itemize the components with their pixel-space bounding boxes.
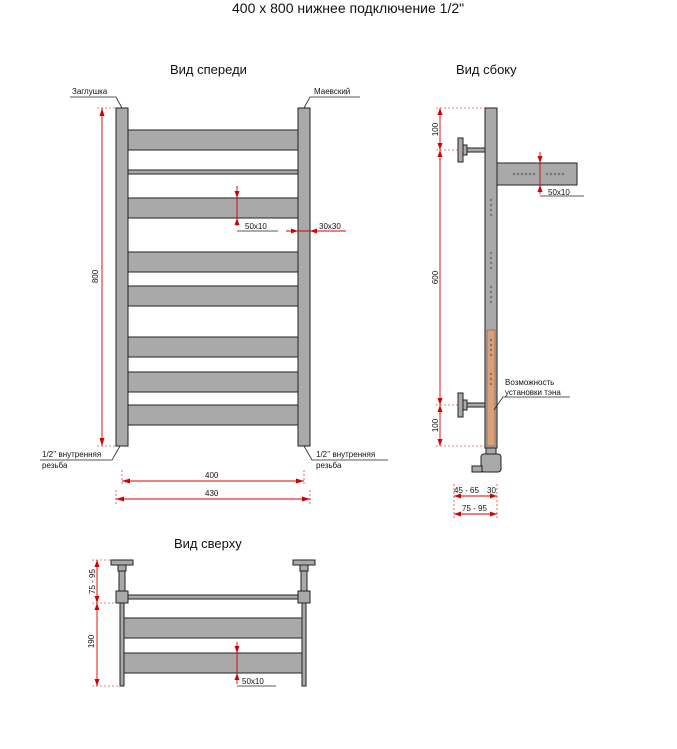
- dim-side-offset: 45 - 65: [454, 486, 479, 495]
- dim-400: 400: [205, 471, 219, 480]
- dim-bar-side: 50x10: [548, 188, 570, 197]
- thread-right-label-2: резьба: [316, 461, 342, 470]
- front-bar: [127, 251, 299, 273]
- heater-leader: [493, 396, 570, 411]
- heater-element: [486, 329, 496, 447]
- top-pipe-right: [297, 590, 311, 604]
- heater-label-2: установки тэна: [505, 388, 561, 397]
- side-view: [436, 107, 584, 519]
- weld-marks: [489, 172, 565, 386]
- front-bar: [127, 336, 299, 358]
- top-bar: [123, 617, 303, 639]
- side-connector: [480, 453, 502, 473]
- plug-leader: [70, 96, 123, 109]
- top-bar: [123, 652, 303, 674]
- dim-430: 430: [205, 489, 219, 498]
- front-view-title: Вид спереди: [170, 62, 247, 77]
- dim-top-190: 190: [87, 634, 97, 649]
- side-bar: [496, 162, 578, 186]
- thread-right-leader: [303, 445, 388, 461]
- dim-pipe-front: 30x30: [319, 222, 341, 231]
- front-bar: [127, 285, 299, 307]
- thread-right-label-1: 1/2’’ внутренняя: [316, 450, 376, 459]
- dim-side-top-100: 100: [431, 122, 441, 137]
- dim-side-75-95: 75 - 95: [462, 504, 487, 513]
- top-mount-right: [292, 559, 316, 566]
- thread-left-leader: [40, 445, 121, 461]
- dim-top-75-95: 75 - 95: [87, 569, 97, 594]
- dim-bar-front: 50x10: [245, 222, 267, 231]
- dim-bar-top: 50x10: [242, 677, 264, 686]
- side-bracket-top: [465, 147, 487, 153]
- front-bar: [127, 404, 299, 426]
- front-bar: [127, 197, 299, 219]
- side-bracket-bottom: [465, 402, 487, 408]
- front-view: [40, 96, 388, 504]
- front-bar: [127, 371, 299, 393]
- side-view-title: Вид сбоку: [456, 62, 517, 77]
- thread-left-label-2: резьба: [42, 461, 68, 470]
- front-right-pipe: [297, 107, 311, 447]
- mayevsky-leader: [303, 96, 360, 109]
- plug-label: Заглушка: [72, 87, 108, 96]
- heater-label-1: Возможность: [505, 378, 555, 387]
- top-mount-left: [110, 559, 134, 566]
- thread-left-label-1: 1/2’’ внутренняя: [42, 450, 102, 459]
- page-title: 400 x 800 нижнее подключение 1/2": [232, 0, 465, 16]
- top-view-title: Вид сверху: [174, 536, 242, 551]
- dim-side-30: 30: [487, 486, 496, 495]
- front-left-pipe: [115, 107, 129, 447]
- side-bracket-bottom-plate: [457, 392, 464, 418]
- front-bar: [127, 129, 299, 151]
- top-rod: [127, 594, 299, 600]
- top-view: [92, 559, 316, 687]
- dim-800: 800: [91, 269, 101, 284]
- front-rod: [121, 169, 305, 175]
- mayevsky-label: Маевский: [314, 87, 351, 96]
- top-pipe-left: [115, 590, 129, 604]
- dim-side-bottom-100: 100: [431, 418, 441, 433]
- side-bracket-top-plate: [457, 137, 464, 163]
- dim-side-600: 600: [431, 270, 441, 285]
